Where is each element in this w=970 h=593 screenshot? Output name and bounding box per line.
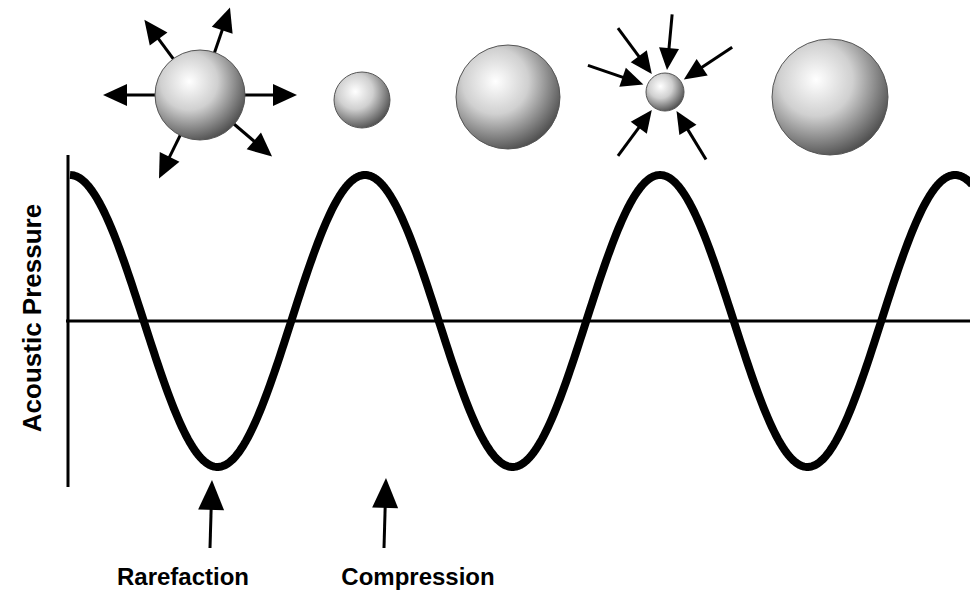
phase-label: Compression — [341, 565, 494, 589]
compression-arrow-head — [631, 110, 652, 134]
bubble — [646, 73, 684, 111]
expansion-arrow-head — [247, 133, 272, 157]
expansion-arrow-head — [212, 8, 233, 34]
expansion-arrow-head — [273, 84, 297, 106]
compression-arrow-head — [631, 50, 652, 74]
compression-arrow-shaft — [618, 126, 640, 156]
compression-arrow-shaft — [687, 128, 706, 159]
compression-arrow-head — [659, 47, 679, 70]
compression-pointer-head — [372, 478, 398, 508]
zero-line — [66, 320, 970, 323]
rarefaction-pointer-head — [198, 480, 224, 510]
compression-arrow-shaft — [669, 14, 672, 50]
expansion-arrow-head — [103, 84, 127, 106]
compression-pointer-shaft — [384, 506, 385, 548]
pressure-wave — [70, 175, 970, 467]
axis-label: Acoustic Pressure — [19, 204, 45, 432]
bubble — [334, 72, 390, 128]
phase-label: Rarefaction — [117, 565, 249, 589]
expansion-arrow-head — [159, 152, 179, 178]
compression-arrow-head — [677, 111, 697, 135]
expansion-arrow-head — [144, 20, 167, 46]
compression-arrow-head — [684, 59, 708, 80]
bubble — [155, 50, 245, 140]
rarefaction-pointer-shaft — [210, 508, 211, 548]
compression-arrow-shaft — [588, 65, 625, 78]
bubble — [456, 45, 560, 149]
compression-arrow-shaft — [618, 28, 640, 58]
compression-arrow-head — [619, 68, 643, 87]
bubble — [772, 39, 888, 155]
compression-arrow-shaft — [700, 47, 732, 68]
